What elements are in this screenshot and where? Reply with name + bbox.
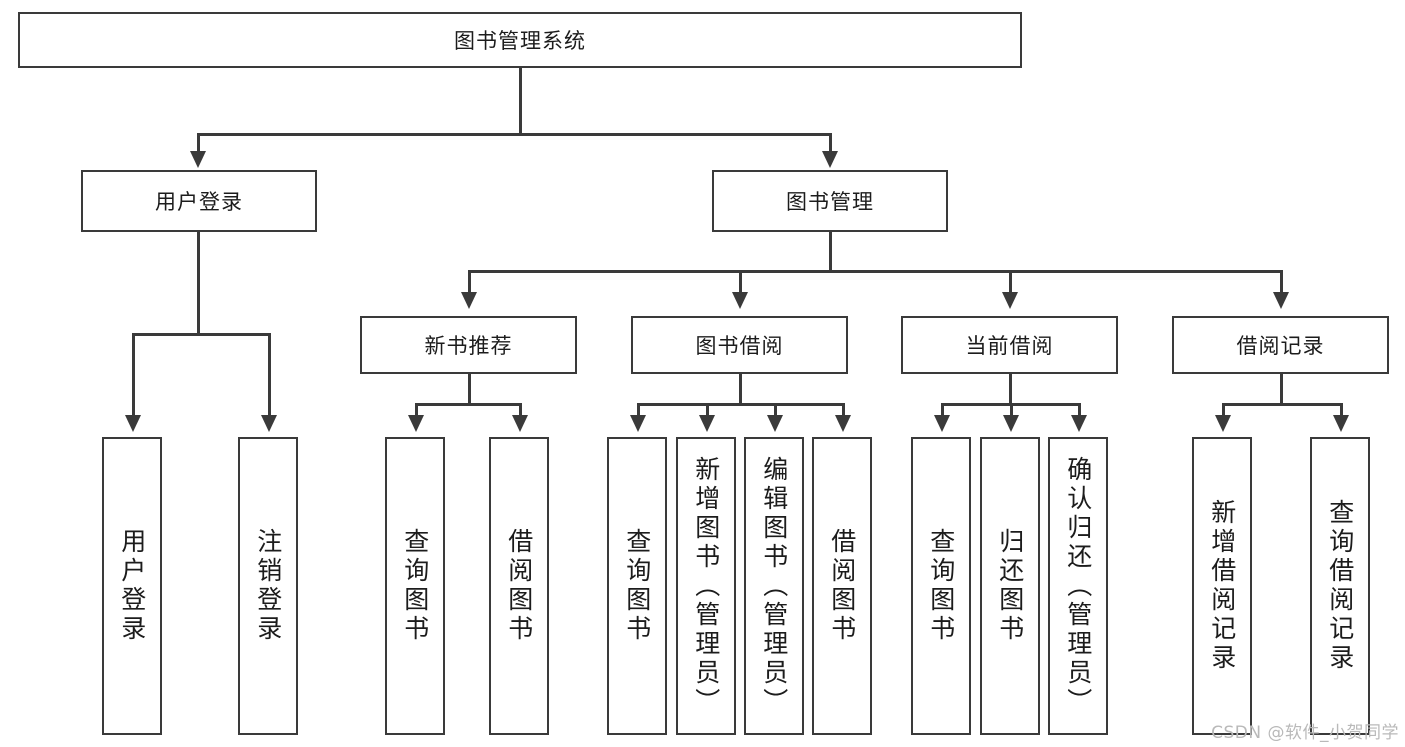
arrow-user-login-leaf1: [125, 415, 141, 432]
connector-user-login-leaf1: [132, 333, 135, 417]
node-leaf-query-book-nbr[interactable]: 查询图书: [385, 437, 445, 735]
connector-user-login-stem: [197, 232, 200, 335]
node-book-management[interactable]: 图书管理: [712, 170, 948, 232]
node-leaf-query-book-bb[interactable]: 查询图书: [607, 437, 667, 735]
node-leaf-borrow-book-bb[interactable]: 借阅图书: [812, 437, 872, 735]
arrow-bb-leaf1: [630, 415, 646, 432]
node-label: 新增借阅记录: [1207, 499, 1237, 673]
connector-cb-leaf1: [941, 403, 944, 417]
connector-level2-bus: [468, 270, 1280, 273]
node-leaf-query-borrow-record[interactable]: 查询借阅记录: [1310, 437, 1370, 735]
arrow-user-login-leaf2: [261, 415, 277, 432]
connector-user-login-leaf2: [268, 333, 271, 417]
arrow-to-book-borrow: [732, 292, 748, 309]
arrow-cb-leaf2: [1003, 415, 1019, 432]
node-label: 用户登录: [117, 528, 147, 644]
connector-to-current-borrow: [1009, 270, 1012, 294]
connector-bb-leaf4: [842, 403, 845, 417]
arrow-to-book-management: [822, 151, 838, 168]
connector-to-borrow-record: [1280, 270, 1283, 294]
node-label: 新增图书（管理员）: [691, 455, 721, 717]
connector-nbr-leaf2: [519, 403, 522, 417]
node-label: 用户登录: [155, 190, 243, 214]
connector-cb-leaf3: [1078, 403, 1081, 417]
connector-nbr-leaf1: [415, 403, 418, 417]
node-label: 查询图书: [400, 528, 430, 644]
connector-new-book-recommend-stem: [468, 374, 471, 405]
node-leaf-edit-book-admin[interactable]: 编辑图书（管理员）: [744, 437, 804, 735]
connector-book-borrow-bus: [637, 403, 844, 406]
node-borrow-record[interactable]: 借阅记录: [1172, 316, 1389, 374]
node-leaf-query-book-cb[interactable]: 查询图书: [911, 437, 971, 735]
connector-to-new-book-recommend: [468, 270, 471, 294]
node-root-book-management-system[interactable]: 图书管理系统: [18, 12, 1022, 68]
arrow-nbr-leaf2: [512, 415, 528, 432]
node-label: 借阅图书: [504, 528, 534, 644]
arrow-nbr-leaf1: [408, 415, 424, 432]
connector-bb-leaf1: [637, 403, 640, 417]
arrow-br-leaf1: [1215, 415, 1231, 432]
node-user-login[interactable]: 用户登录: [81, 170, 317, 232]
connector-root-stem: [519, 68, 522, 135]
node-leaf-confirm-return-admin[interactable]: 确认归还（管理员）: [1048, 437, 1108, 735]
node-label: 图书借阅: [695, 334, 784, 358]
arrow-cb-leaf1: [934, 415, 950, 432]
node-label: 借阅记录: [1236, 334, 1325, 358]
connector-br-leaf1: [1222, 403, 1225, 417]
connector-level1-bus: [197, 133, 831, 136]
connector-book-management-stem: [829, 232, 832, 272]
node-label: 新书推荐: [424, 334, 513, 358]
node-label: 注销登录: [253, 528, 283, 644]
node-new-book-recommend[interactable]: 新书推荐: [360, 316, 577, 374]
connector-br-leaf2: [1340, 403, 1343, 417]
node-leaf-user-login[interactable]: 用户登录: [102, 437, 162, 735]
node-label: 查询图书: [926, 528, 956, 644]
node-label: 归还图书: [995, 528, 1025, 644]
arrow-to-current-borrow: [1002, 292, 1018, 309]
connector-book-borrow-stem: [739, 374, 742, 405]
node-label: 当前借阅: [965, 334, 1054, 358]
node-current-borrow[interactable]: 当前借阅: [901, 316, 1118, 374]
node-label: 图书管理: [786, 190, 874, 214]
arrow-to-new-book-recommend: [461, 292, 477, 309]
arrow-cb-leaf3: [1071, 415, 1087, 432]
node-label: 借阅图书: [827, 528, 857, 644]
arrow-br-leaf2: [1333, 415, 1349, 432]
node-leaf-add-book-admin[interactable]: 新增图书（管理员）: [676, 437, 736, 735]
node-leaf-borrow-book-nbr[interactable]: 借阅图书: [489, 437, 549, 735]
arrow-to-borrow-record: [1273, 292, 1289, 309]
node-label: 查询借阅记录: [1325, 499, 1355, 673]
arrow-bb-leaf2: [699, 415, 715, 432]
arrow-to-user-login: [190, 151, 206, 168]
arrow-bb-leaf3: [767, 415, 783, 432]
connector-bb-leaf2: [706, 403, 709, 417]
connector-current-borrow-stem: [1009, 374, 1012, 405]
csdn-watermark: CSDN @软件_小贺同学: [1211, 723, 1399, 743]
node-leaf-logout[interactable]: 注销登录: [238, 437, 298, 735]
node-leaf-add-borrow-record[interactable]: 新增借阅记录: [1192, 437, 1252, 735]
connector-borrow-record-stem: [1280, 374, 1283, 405]
connector-to-user-login: [197, 133, 200, 153]
arrow-bb-leaf4: [835, 415, 851, 432]
node-leaf-return-book[interactable]: 归还图书: [980, 437, 1040, 735]
connector-to-book-borrow: [739, 270, 742, 294]
connector-user-login-bus: [132, 333, 270, 336]
node-label: 图书管理系统: [454, 29, 586, 53]
connector-to-book-management: [829, 133, 832, 153]
connector-borrow-record-bus: [1222, 403, 1342, 406]
node-label: 确认归还（管理员）: [1063, 455, 1093, 717]
node-label: 查询图书: [622, 528, 652, 644]
node-book-borrow[interactable]: 图书借阅: [631, 316, 848, 374]
connector-cb-leaf2: [1010, 403, 1013, 417]
connector-new-book-recommend-bus: [415, 403, 521, 406]
node-label: 编辑图书（管理员）: [759, 455, 789, 717]
connector-bb-leaf3: [774, 403, 777, 417]
